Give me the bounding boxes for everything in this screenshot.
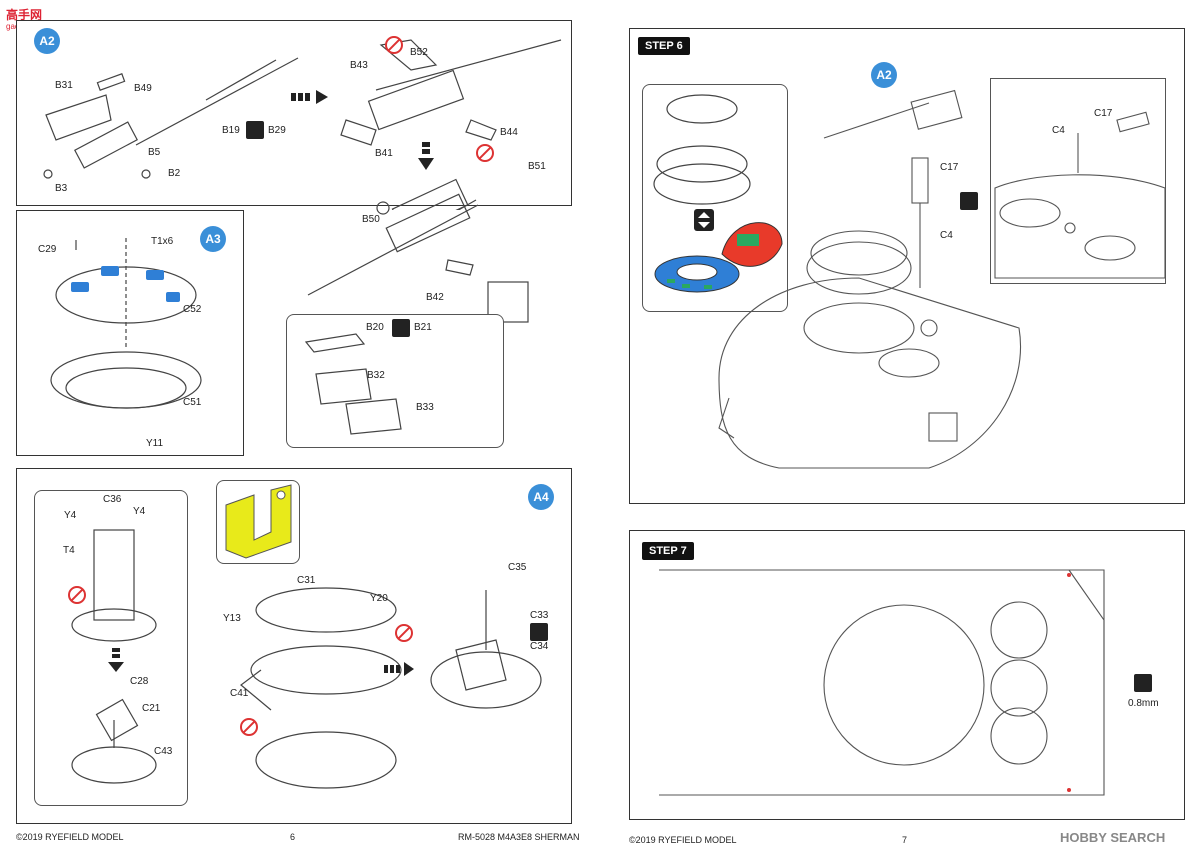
inset-c4-c17: [990, 78, 1166, 284]
drill-icon: [1134, 674, 1152, 692]
label-y20: Y20: [370, 593, 388, 604]
label-b29: B29: [268, 125, 286, 136]
label-c29: C29: [38, 244, 57, 255]
label-c4-inset: C4: [1052, 125, 1065, 136]
label-b32: B32: [367, 370, 385, 381]
prohibit-icon: [68, 586, 86, 604]
panel-step7: [629, 530, 1185, 820]
footer-page-6: 6: [290, 832, 296, 842]
label-b50: B50: [362, 214, 380, 225]
label-t4: T4: [63, 545, 75, 556]
turret-drawing: [718, 89, 1021, 469]
footer-copyright-right: ©2019 RYEFIELD MODEL: [629, 835, 737, 845]
label-y11: Y11: [146, 438, 164, 449]
glue-icon: [530, 623, 548, 641]
badge-a4: A4: [528, 484, 554, 510]
label-c41: C41: [230, 688, 249, 699]
label-y13: Y13: [223, 613, 241, 624]
label-c43: C43: [154, 746, 173, 757]
label-b52: B52: [410, 47, 428, 58]
prohibit-icon: [395, 624, 413, 642]
label-b43: B43: [350, 60, 368, 71]
label-c17-main: C17: [940, 162, 959, 173]
label-y4a: Y4: [64, 510, 77, 521]
badge-a2-step6: A2: [871, 62, 897, 88]
label-c17-inset: C17: [1094, 108, 1113, 119]
label-b44: B44: [500, 127, 518, 138]
label-y4b: Y4: [133, 506, 146, 517]
yellow-hinge-part: [225, 484, 292, 559]
label-b33: B33: [416, 402, 434, 413]
inset-periscope: [34, 490, 188, 806]
label-b20: B20: [366, 322, 384, 333]
badge-a2: A2: [34, 28, 60, 54]
a2-lower-drawing: [307, 193, 529, 323]
label-b31: B31: [55, 80, 73, 91]
a2-machine-gun-drawing: [43, 39, 562, 301]
label-b3: B3: [55, 183, 68, 194]
glue-icon: [246, 121, 264, 139]
glue-icon: [960, 192, 978, 210]
label-b41: B41: [375, 148, 393, 159]
inset-bracket-drawing: [304, 333, 402, 435]
badge-a3: A3: [200, 226, 226, 252]
cupola-cutaway-drawing: [653, 94, 783, 293]
watermark-logo: 高手网: [6, 8, 43, 22]
label-b51: B51: [528, 161, 546, 172]
label-c4-main: C4: [940, 230, 953, 241]
panel-a2: [16, 20, 572, 206]
label-b5: B5: [148, 147, 161, 158]
label-c36: C36: [103, 494, 122, 505]
label-b2: B2: [168, 168, 181, 179]
prohibit-icon: [240, 718, 258, 736]
a4-periscope-drawing: [71, 529, 157, 784]
glue-icon: [392, 319, 410, 337]
label-b21: B21: [414, 322, 432, 333]
label-drill-size: 0.8mm: [1128, 698, 1159, 709]
label-b49: B49: [134, 83, 152, 94]
step7-title: STEP 7: [642, 542, 694, 560]
label-c34: C34: [530, 641, 549, 652]
inset-turret-top-drawing: [994, 111, 1166, 279]
prohibit-icon: [385, 36, 403, 54]
footer-model: RM-5028 M4A3E8 SHERMAN: [458, 832, 580, 842]
footer-page-7: 7: [902, 835, 908, 845]
label-b19: B19: [222, 125, 240, 136]
turret-top-outline: [659, 569, 1105, 796]
label-b42: B42: [426, 292, 444, 303]
label-c33: C33: [530, 610, 549, 621]
step6-title: STEP 6: [638, 37, 690, 55]
label-c51: C51: [183, 397, 202, 408]
label-c52: C52: [183, 304, 202, 315]
panel-a3: [16, 210, 244, 456]
label-c28: C28: [130, 676, 149, 687]
label-t1x6: T1x6: [151, 236, 174, 247]
a3-hatch-ring-drawing: [50, 238, 202, 409]
label-c35: C35: [508, 562, 527, 573]
a4-hatch-drawing: [240, 587, 542, 789]
label-c21: C21: [142, 703, 161, 714]
footer-copyright-left: ©2019 RYEFIELD MODEL: [16, 832, 124, 842]
prohibit-icon: [476, 144, 494, 162]
label-c31: C31: [297, 575, 316, 586]
watermark-hobby-search: HOBBY SEARCH: [1060, 830, 1166, 845]
